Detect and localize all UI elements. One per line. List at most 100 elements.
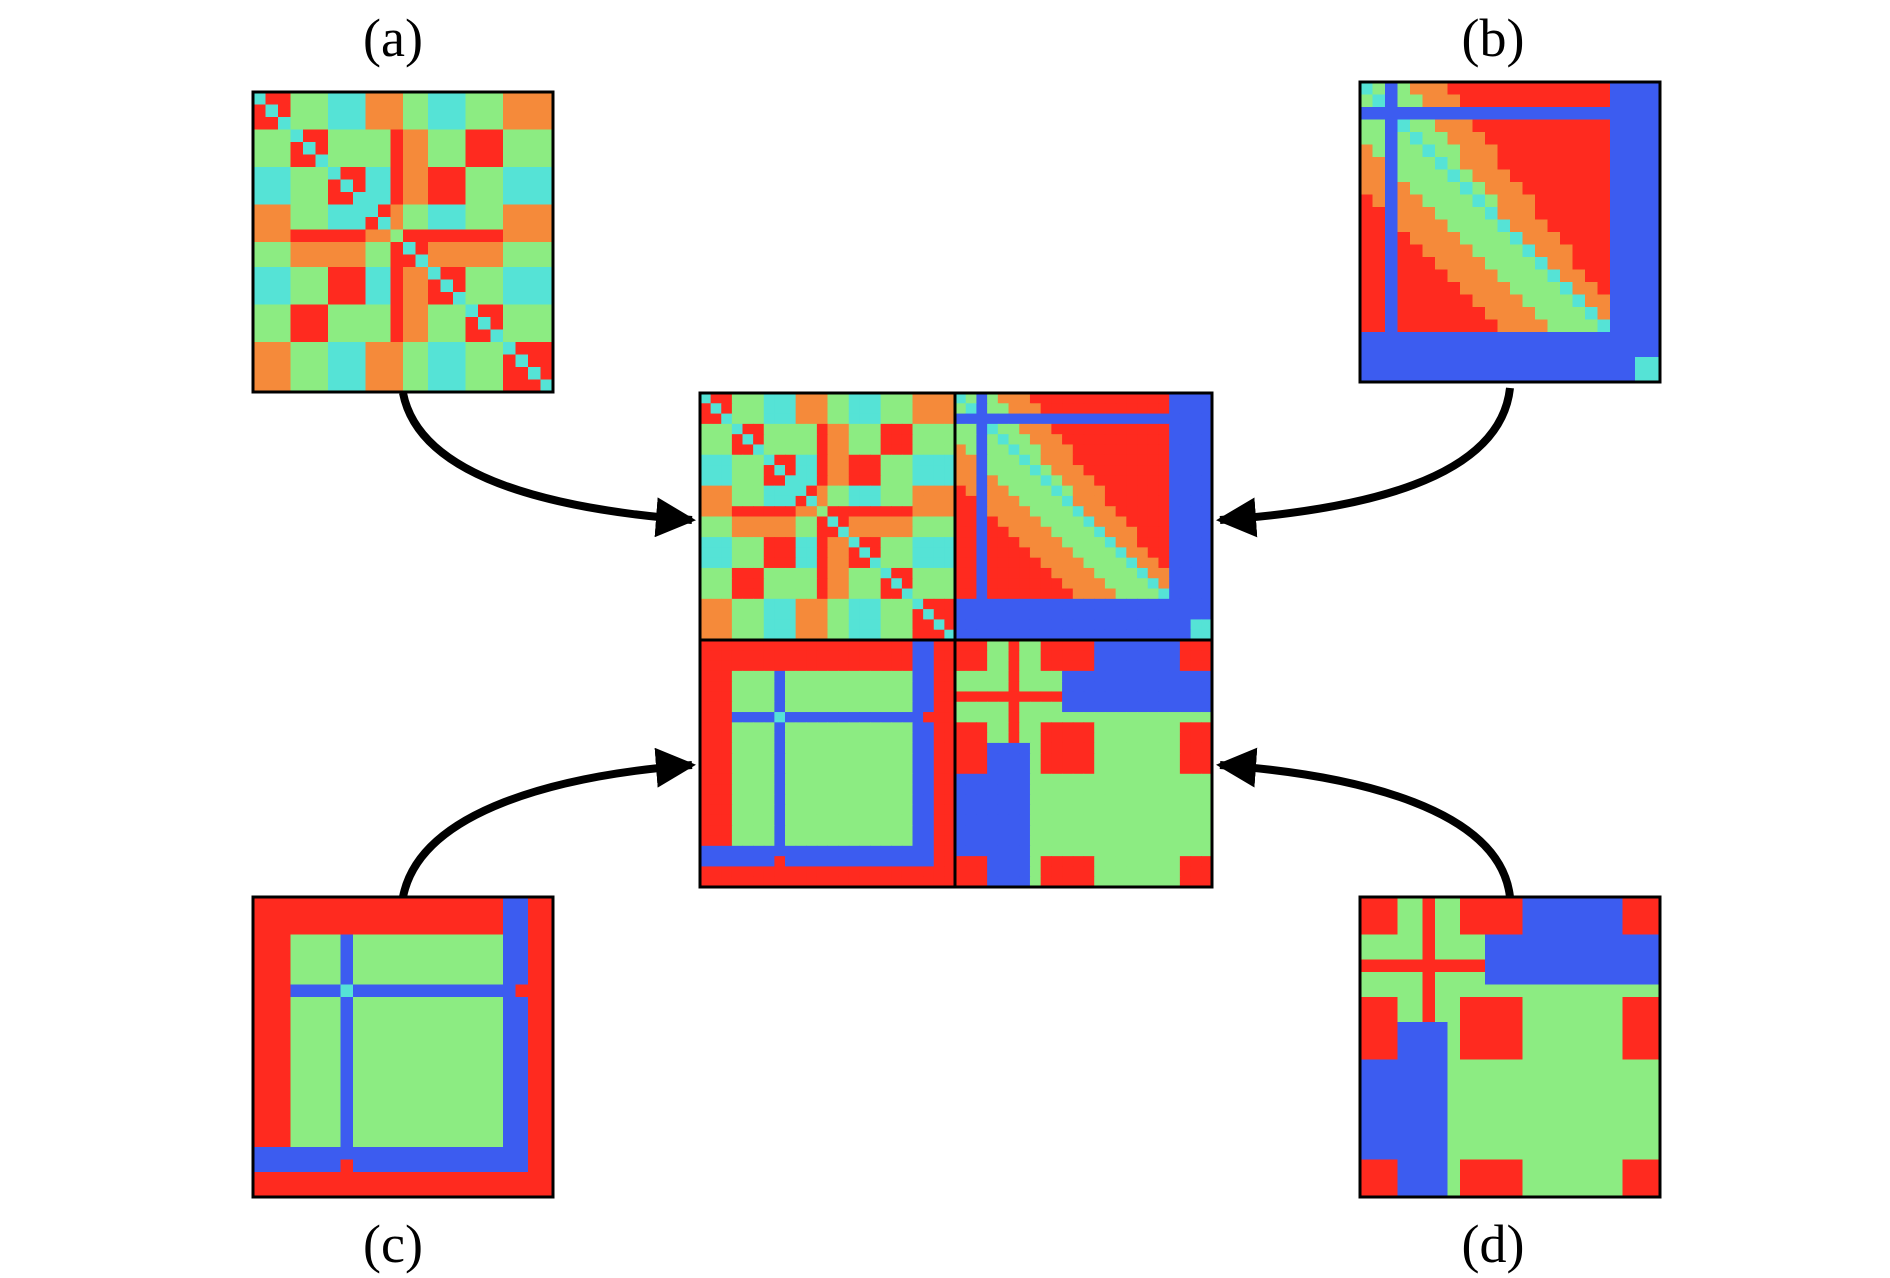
matrix-cell	[515, 997, 529, 1011]
matrix-cell	[795, 413, 807, 425]
matrix-cell	[1072, 660, 1085, 672]
matrix-cell	[816, 506, 829, 518]
matrix-cell	[1179, 619, 1192, 631]
matrix-cell	[1547, 232, 1561, 246]
matrix-cell	[816, 609, 829, 621]
matrix-cell	[1447, 1047, 1461, 1061]
matrix-cell	[503, 897, 517, 911]
matrix-cell	[1179, 609, 1192, 621]
matrix-cell	[944, 598, 956, 610]
matrix-cell	[1083, 495, 1095, 507]
matrix-cell	[955, 567, 967, 579]
matrix-cell	[1535, 997, 1549, 1011]
matrix-cell	[328, 92, 342, 106]
matrix-cell	[540, 1147, 554, 1161]
matrix-cell	[490, 984, 504, 998]
matrix-cell	[912, 609, 924, 621]
matrix-cell	[742, 567, 754, 579]
matrix-cell	[976, 557, 988, 569]
matrix-cell	[1115, 712, 1127, 723]
matrix-cell	[1094, 537, 1106, 548]
matrix-cell	[440, 92, 454, 106]
matrix-cell	[700, 444, 712, 456]
matrix-cell	[378, 229, 392, 243]
matrix-cell	[987, 506, 999, 518]
matrix-cell	[428, 984, 442, 998]
matrix-cell	[731, 681, 744, 693]
matrix-cell	[880, 557, 892, 569]
matrix-cell	[440, 922, 454, 936]
matrix-cell	[1385, 1097, 1399, 1111]
matrix-cell	[774, 526, 786, 538]
matrix-cell	[1094, 526, 1106, 538]
matrix-cell	[515, 1072, 529, 1086]
matrix-cell	[1029, 485, 1042, 497]
matrix-cell	[1635, 1147, 1649, 1161]
matrix-cell	[1040, 681, 1052, 693]
matrix-cell	[440, 229, 454, 243]
matrix-cell	[880, 578, 892, 590]
matrix-cell	[415, 1097, 429, 1111]
matrix-cell	[1029, 598, 1042, 610]
matrix-cell	[1472, 119, 1486, 133]
panel-label-d: (d)	[1462, 1214, 1525, 1274]
matrix-cell	[944, 640, 956, 651]
matrix-cell	[265, 1159, 279, 1173]
matrix-cell	[353, 1097, 367, 1111]
matrix-cell	[1497, 269, 1511, 283]
matrix-cell	[785, 794, 797, 806]
matrix-cell	[1051, 567, 1063, 579]
matrix-cell	[1447, 1172, 1461, 1186]
panel-label-c: (c)	[363, 1214, 423, 1274]
matrix-cell	[742, 845, 754, 857]
matrix-cell	[265, 922, 279, 936]
matrix-cell	[955, 804, 967, 816]
matrix-cell	[515, 179, 529, 193]
matrix-cell	[1051, 495, 1063, 507]
matrix-cell	[1179, 794, 1192, 806]
matrix-cell	[1597, 294, 1611, 308]
matrix-cell	[365, 342, 379, 356]
matrix-cell	[1510, 1159, 1524, 1173]
matrix-cell	[721, 845, 733, 857]
matrix-cell	[378, 354, 392, 368]
matrix-cell	[1169, 537, 1181, 548]
matrix-cell	[1072, 742, 1085, 754]
matrix-cell	[1051, 506, 1063, 518]
matrix-cell	[997, 856, 1010, 868]
matrix-cell	[1201, 712, 1213, 723]
matrix-cell	[976, 876, 988, 888]
matrix-cell	[816, 722, 829, 734]
matrix-cell	[1201, 670, 1213, 682]
matrix-cell	[265, 984, 279, 998]
matrix-cell	[721, 876, 733, 888]
matrix-cell	[1597, 1109, 1611, 1123]
matrix-cell	[1147, 609, 1160, 621]
matrix-cell	[1560, 897, 1574, 911]
matrix-cell	[1385, 997, 1399, 1011]
matrix-cell	[1485, 344, 1499, 358]
matrix-cell	[806, 753, 818, 765]
matrix-cell	[540, 1034, 554, 1048]
matrix-cell	[923, 413, 935, 425]
matrix-cell	[1104, 403, 1117, 415]
matrix-cell	[923, 640, 935, 651]
matrix-cell	[1008, 794, 1020, 806]
matrix-cell	[1062, 454, 1074, 466]
matrix-cell	[795, 753, 807, 765]
matrix-cell	[478, 1134, 492, 1148]
matrix-cell	[353, 267, 367, 281]
matrix-cell	[415, 317, 429, 331]
matrix-cell	[1522, 1172, 1536, 1186]
matrix-cell	[816, 794, 829, 806]
matrix-cell	[1460, 1172, 1474, 1186]
matrix-cell	[328, 292, 342, 306]
matrix-cell	[1622, 922, 1636, 936]
matrix-cell	[1372, 959, 1386, 973]
matrix-cell	[478, 909, 492, 923]
matrix-cell	[1190, 506, 1202, 518]
matrix-cell	[1485, 369, 1499, 383]
matrix-cell	[1535, 369, 1549, 383]
matrix-cell	[328, 984, 342, 998]
matrix-cell	[1040, 784, 1052, 795]
